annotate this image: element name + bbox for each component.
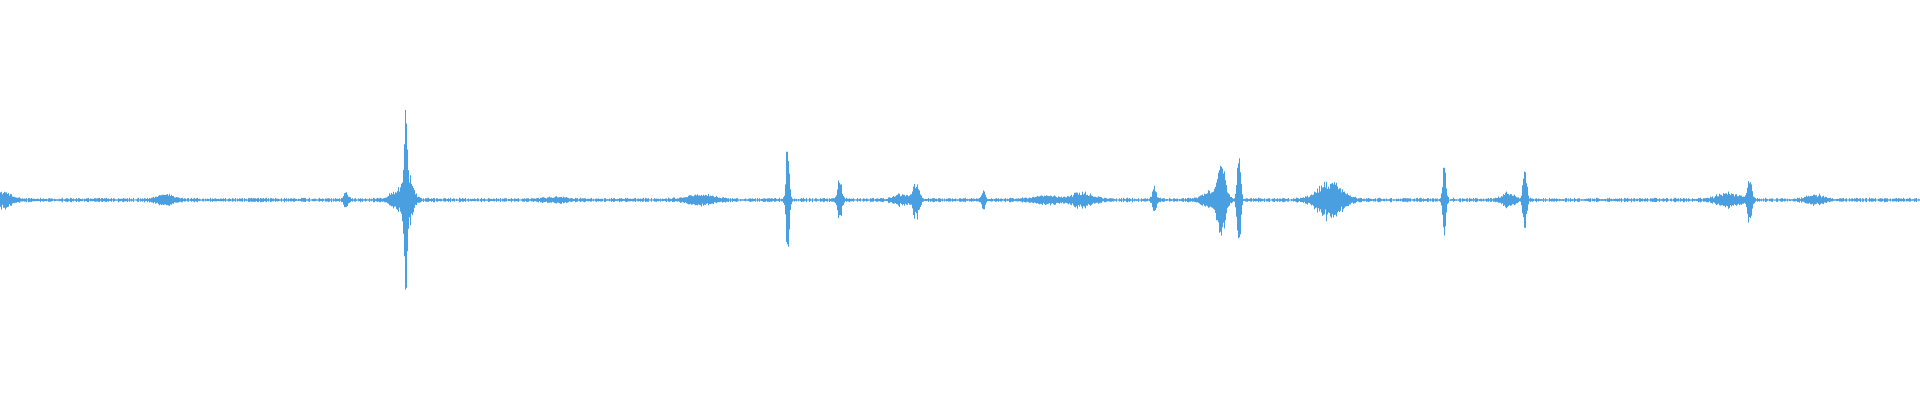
- waveform-envelope: [0, 109, 1920, 290]
